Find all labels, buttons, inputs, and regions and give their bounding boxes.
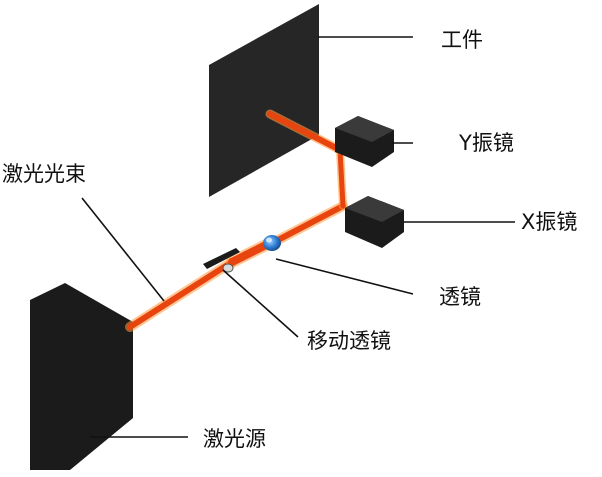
label-lens: 透镜 <box>439 285 481 309</box>
workpiece-plate <box>209 4 319 197</box>
label-x-mirror: X振镜 <box>521 210 577 234</box>
laser-source-block <box>30 283 133 470</box>
leader-lines <box>81 36 515 438</box>
moving-lens <box>203 248 240 273</box>
label-workpiece: 工件 <box>441 28 483 52</box>
laser-beam-path <box>125 109 348 332</box>
leader-laser-beam <box>81 197 165 302</box>
x-galvo-mirror <box>345 196 404 248</box>
lens <box>263 235 281 251</box>
label-laser-source: 激光源 <box>203 427 266 451</box>
y-galvo-mirror <box>335 116 394 167</box>
label-moving-lens: 移动透镜 <box>307 329 391 353</box>
leader-moving-lens <box>222 269 299 338</box>
label-laser-beam: 激光光束 <box>2 162 86 186</box>
leader-lens <box>275 258 414 295</box>
label-y-mirror: Y振镜 <box>458 131 514 155</box>
